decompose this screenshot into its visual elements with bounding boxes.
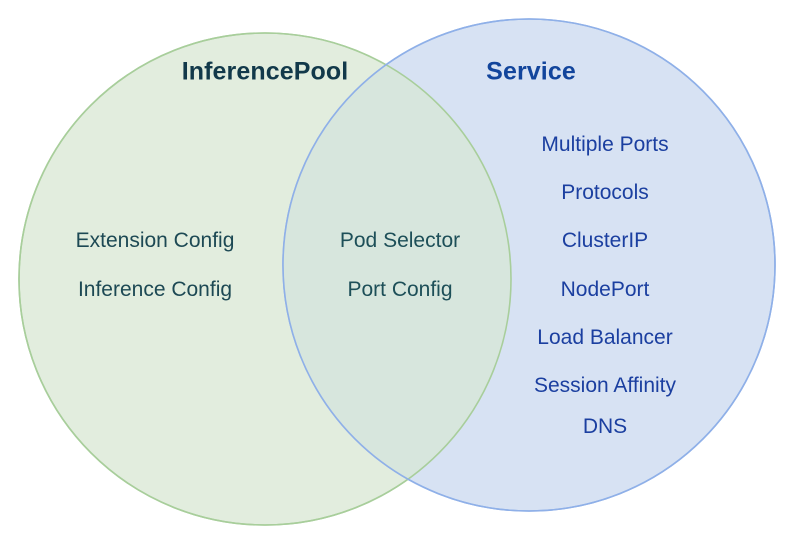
intersection-item: Port Config — [347, 278, 453, 301]
inference-pool-item: Extension Config — [75, 229, 235, 252]
circle-service-outline — [282, 18, 776, 512]
service-item: Load Balancer — [537, 326, 673, 349]
service-item: Session Affinity — [533, 374, 677, 397]
inference-pool-item: Inference Config — [77, 278, 233, 301]
service-item: NodePort — [560, 278, 650, 301]
circle-intersection — [283, 33, 511, 511]
service-item: Protocols — [561, 181, 649, 204]
intersection-item: Pod Selector — [339, 229, 461, 252]
service-item: ClusterIP — [561, 229, 649, 252]
service-item: Multiple Ports — [541, 133, 669, 156]
service-item: DNS — [582, 415, 628, 438]
circle-inference-pool-outline — [18, 32, 512, 526]
set-title-service: Service — [486, 57, 576, 86]
set-title-inference-pool: InferencePool — [181, 57, 349, 86]
